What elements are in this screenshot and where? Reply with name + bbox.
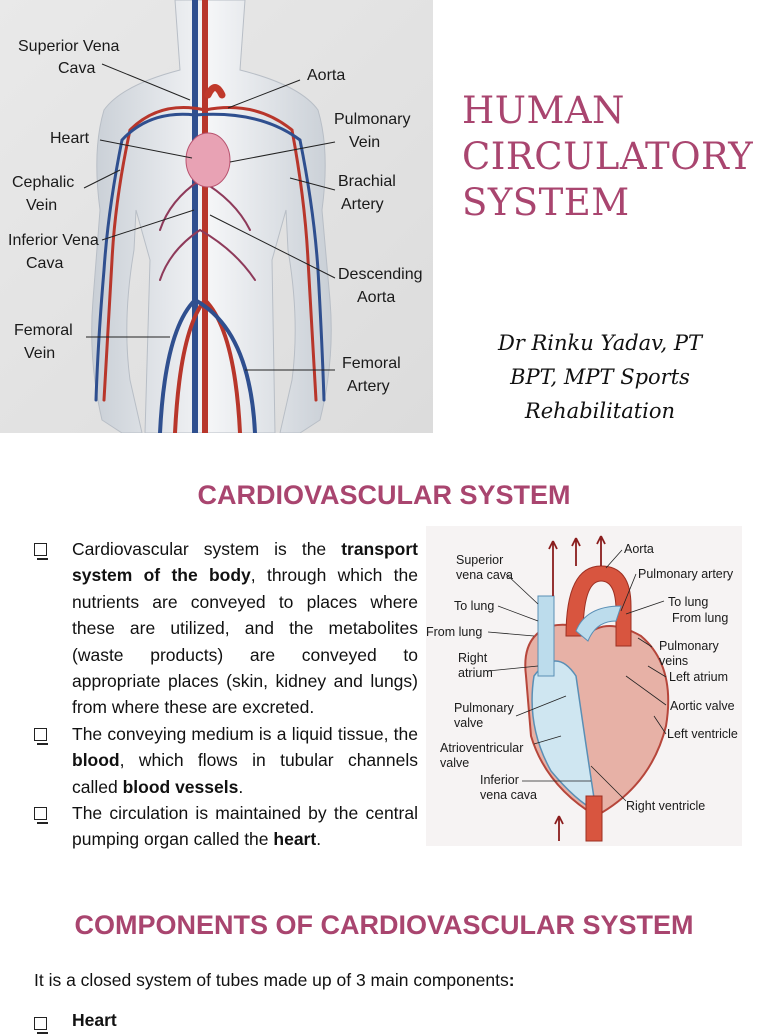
heart-label-left-ventricle: Left ventricle bbox=[667, 727, 738, 741]
heart-label-pulmonary-valve-2: valve bbox=[454, 716, 483, 730]
component-item-heart-label: Heart bbox=[72, 1010, 117, 1030]
cardio-bullet-item: The circulation is maintained by the cen… bbox=[34, 800, 418, 853]
components-intro: It is a closed system of tubes made up o… bbox=[34, 970, 515, 991]
label-cephalic-vein-2: Vein bbox=[26, 197, 57, 214]
component-item-heart: Heart bbox=[34, 1010, 117, 1034]
heart-label-to-lung-left: To lung bbox=[454, 599, 494, 613]
text-run: , which flows in tubular channels called bbox=[72, 750, 418, 797]
circulatory-body-illustration: Superior Vena Cava Aorta Heart Pulmonary… bbox=[0, 0, 433, 433]
label-pulmonary-vein-2: Vein bbox=[349, 134, 380, 151]
text-run: . bbox=[316, 829, 322, 850]
heart-anatomy-diagram: Superior vena cava Aorta Pulmonary arter… bbox=[426, 526, 742, 846]
heart-label-av-valve: Atrioventricular bbox=[440, 741, 523, 755]
label-cephalic-vein: Cephalic bbox=[12, 174, 74, 191]
label-brachial-artery: Brachial bbox=[338, 173, 396, 190]
label-inferior-vena-cava-2: Cava bbox=[26, 255, 63, 272]
heart-label-inferior-vena-cava: Inferior bbox=[480, 773, 519, 787]
heart-label-right-atrium: Right bbox=[458, 651, 488, 665]
cardio-bullet-item: The conveying medium is a liquid tissue,… bbox=[34, 721, 418, 800]
section-heading-cardiovascular: CARDIOVASCULAR SYSTEM bbox=[197, 480, 571, 510]
pulmonary-artery-vessel bbox=[575, 605, 622, 642]
checkbox-bullet-icon bbox=[34, 807, 48, 825]
heart-label-inferior-vena-cava-2: vena cava bbox=[480, 788, 537, 802]
title-line-1: HUMAN bbox=[462, 89, 625, 132]
label-femoral-artery-2: Artery bbox=[347, 378, 390, 395]
heart-label-aortic-valve: Aortic valve bbox=[670, 699, 735, 713]
inferior-vena-cava-vessel bbox=[585, 795, 603, 842]
page-title: HUMAN CIRCULATORY SYSTEM bbox=[462, 88, 762, 226]
heart-label-superior-vena-cava: Superior bbox=[456, 553, 503, 567]
label-superior-vena-cava: Superior Vena bbox=[18, 38, 120, 55]
label-femoral-vein: Femoral bbox=[14, 322, 73, 339]
title-line-2: CIRCULATORY bbox=[462, 135, 754, 178]
heart-label-av-valve-2: valve bbox=[440, 756, 469, 770]
label-aorta: Aorta bbox=[307, 67, 345, 84]
components-intro-colon: : bbox=[508, 970, 515, 990]
heart-label-aorta: Aorta bbox=[624, 542, 654, 556]
label-descending-aorta: Descending bbox=[338, 266, 423, 283]
heart-label-pulmonary-veins-2: veins bbox=[659, 654, 688, 668]
components-intro-text: It is a closed system of tubes made up o… bbox=[34, 970, 509, 990]
body-silhouette bbox=[91, 0, 332, 433]
heart-label-superior-vena-cava-2: vena cava bbox=[456, 568, 513, 582]
label-femoral-artery: Femoral bbox=[342, 355, 401, 372]
text-run: The circulation is maintained by the cen… bbox=[72, 803, 418, 850]
cardio-bullet-list: Cardiovascular system is the transport s… bbox=[34, 536, 418, 853]
text-run: . bbox=[238, 776, 244, 797]
heart-label-to-lung-right: To lung bbox=[668, 595, 708, 609]
cardio-bullet-item: Cardiovascular system is the transport s… bbox=[34, 536, 418, 721]
author-block: Dr Rinku Yadav, PT BPT, MPT Sports Rehab… bbox=[440, 326, 760, 428]
author-credentials: BPT, MPT Sports Rehabilitation bbox=[510, 365, 690, 423]
label-heart: Heart bbox=[50, 130, 90, 147]
heart-shape bbox=[185, 132, 231, 188]
author-name: Dr Rinku Yadav, PT bbox=[497, 331, 703, 355]
heart-label-left-atrium: Left atrium bbox=[669, 670, 728, 684]
bold-text-run: heart bbox=[273, 829, 317, 850]
label-inferior-vena-cava: Inferior Vena bbox=[8, 232, 99, 249]
checkbox-bullet-icon bbox=[34, 543, 48, 560]
bold-text-run: blood bbox=[72, 750, 120, 771]
heart-label-pulmonary-valve: Pulmonary bbox=[454, 701, 514, 715]
text-run: , through which the nutrients are convey… bbox=[72, 565, 418, 718]
title-line-3: SYSTEM bbox=[462, 181, 630, 224]
text-run: The conveying medium is a liquid tissue,… bbox=[72, 723, 418, 744]
label-femoral-vein-2: Vein bbox=[24, 345, 55, 362]
heart-label-pulmonary-artery: Pulmonary artery bbox=[638, 567, 734, 581]
label-superior-vena-cava-2: Cava bbox=[58, 60, 95, 77]
label-descending-aorta-2: Aorta bbox=[357, 289, 395, 306]
bold-text-run: transport system of the body bbox=[72, 539, 418, 586]
bold-text-run: blood vessels bbox=[122, 776, 239, 797]
label-pulmonary-vein: Pulmonary bbox=[334, 111, 410, 128]
heart-label-from-lung-left: From lung bbox=[426, 625, 482, 639]
heart-label-right-atrium-2: atrium bbox=[458, 666, 493, 680]
heart-label-right-ventricle: Right ventricle bbox=[626, 799, 705, 813]
superior-vena-cava-vessel bbox=[537, 595, 555, 677]
section-heading-components: COMPONENTS OF CARDIOVASCULAR SYSTEM bbox=[74, 910, 694, 940]
heart-label-from-lung-right: From lung bbox=[672, 611, 728, 625]
label-brachial-artery-2: Artery bbox=[341, 196, 384, 213]
checkbox-bullet-icon bbox=[34, 727, 48, 745]
heart-label-pulmonary-veins: Pulmonary bbox=[659, 639, 719, 653]
text-run: Cardiovascular system is the bbox=[72, 539, 342, 559]
